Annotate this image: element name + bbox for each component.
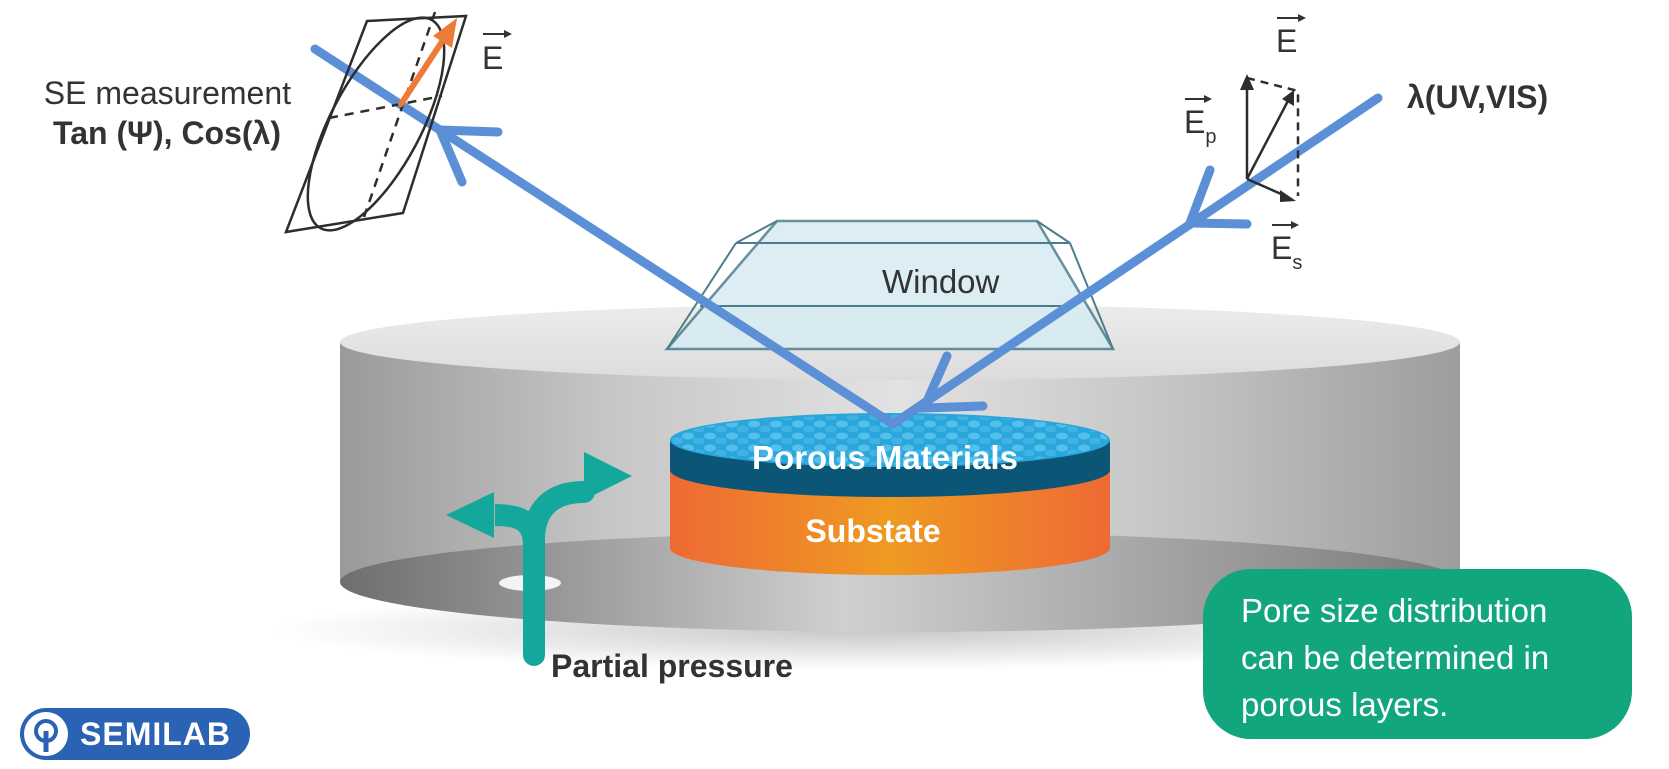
stage-base	[340, 532, 1460, 632]
sample-stack	[670, 413, 1110, 575]
incident-arrow-lower	[916, 351, 988, 413]
partial-pressure-label: Partial pressure	[551, 648, 793, 684]
window-label: Window	[882, 263, 1000, 300]
flow-arrow-right	[584, 452, 632, 500]
polarization-arrow	[398, 31, 450, 107]
info-callout-text: Pore size distribution can be determined…	[1241, 592, 1550, 723]
semilab-logo: SEMILAB	[20, 708, 250, 760]
partial-pressure-pipe	[446, 452, 632, 666]
polarization-ellipse-diagram	[284, 11, 468, 234]
polarization-arrowhead	[433, 18, 457, 48]
porous-materials-label: Porous Materials	[752, 439, 1018, 476]
reflected-beam	[310, 44, 898, 429]
window-prism	[664, 219, 1116, 351]
e-vector-right-label: E	[1276, 23, 1297, 59]
se-formula-label: Tan (Ψ), Cos(λ)	[53, 115, 281, 151]
substrate-label: Substate	[805, 513, 940, 549]
e-s-label: Es	[1271, 230, 1302, 274]
flow-arrow-left	[446, 492, 494, 538]
e-p-label: Ep	[1184, 104, 1216, 148]
incident-arrow-upper	[1183, 165, 1252, 229]
se-measurement-label: SE measurement	[44, 75, 291, 111]
e-vector-label: E	[482, 40, 503, 76]
substrate-layer	[670, 470, 1110, 575]
lambda-label: λ(UV,VIS)	[1407, 79, 1548, 115]
reflected-arrow	[433, 125, 503, 187]
logo-mark-icon	[24, 712, 68, 756]
info-callout: Pore size distribution can be determined…	[1203, 569, 1632, 739]
logo-text: SEMILAB	[80, 716, 231, 752]
field-vector-arrowheads	[1240, 74, 1296, 202]
